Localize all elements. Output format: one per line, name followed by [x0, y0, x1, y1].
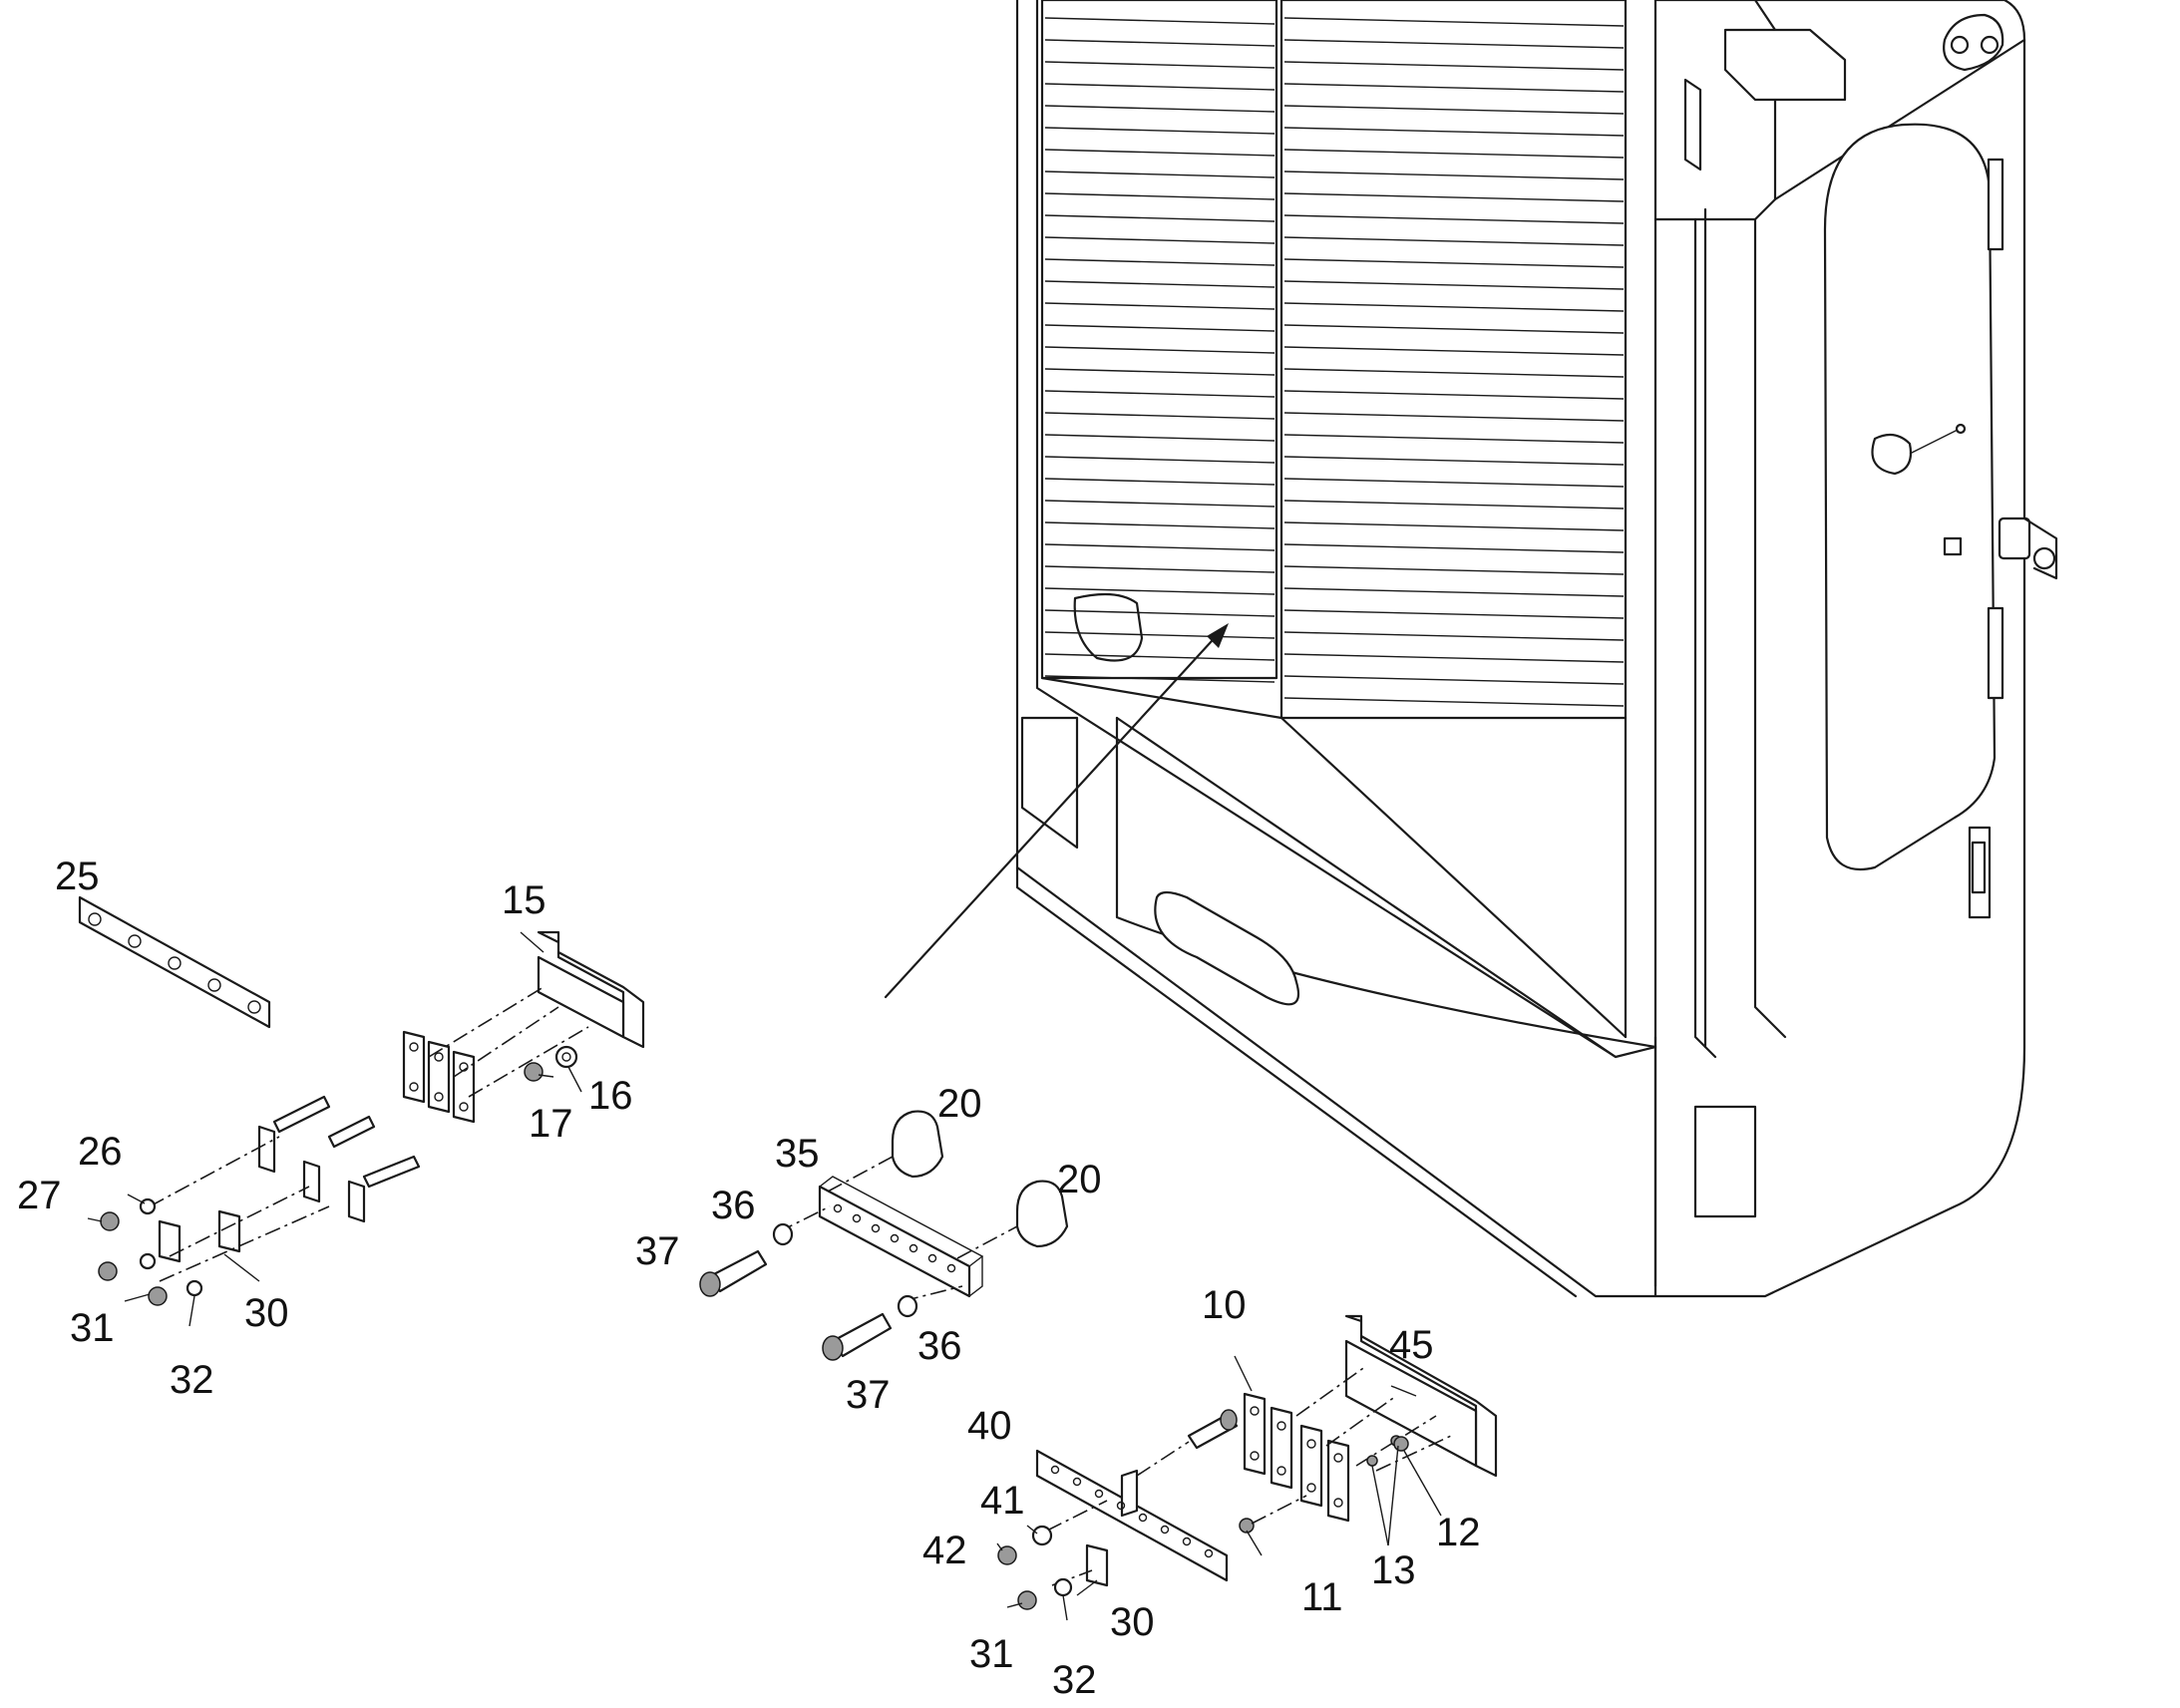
part-35-holes	[833, 1203, 956, 1273]
part-37-bolt-b	[822, 1312, 893, 1361]
assembly-leader-arrow	[884, 628, 1224, 999]
part-40-holes	[1050, 1465, 1214, 1558]
callout-30-right: 30	[1110, 1600, 1155, 1644]
callout-27: 27	[17, 1174, 62, 1217]
part-31-nut-right	[1017, 1590, 1037, 1610]
callout-36-left: 36	[711, 1184, 756, 1227]
part-20-mount-lower	[1015, 1180, 1069, 1248]
radiator-fins	[1044, 17, 1625, 707]
spacer-holes	[409, 1042, 1343, 1508]
part-30-clip	[158, 1209, 241, 1263]
callout-17: 17	[529, 1102, 573, 1146]
part-36-washer-a	[772, 1222, 794, 1246]
part-25-holes	[88, 912, 261, 1014]
part-15-bracket	[537, 930, 645, 1049]
callout-37-left: 37	[635, 1229, 680, 1273]
callout-labels: 10 11 12 13 15 16 17 20 20 25 26 27 30 3…	[17, 854, 1481, 1702]
callout-11: 11	[1301, 1575, 1343, 1619]
part-16-washer	[554, 1045, 578, 1069]
part-12-nut	[1393, 1436, 1409, 1452]
part-37-bolt-a	[699, 1249, 768, 1297]
callout-35: 35	[775, 1132, 820, 1176]
radiator-assembly	[884, 0, 2058, 1298]
callout-31-left: 31	[70, 1306, 115, 1350]
callout-25: 25	[55, 854, 100, 898]
part-11-screw	[1239, 1518, 1255, 1534]
part-35-bar	[818, 1176, 984, 1298]
callout-26: 26	[78, 1130, 123, 1174]
part-36-washer-b	[897, 1294, 918, 1318]
callout-30-left: 30	[244, 1291, 289, 1335]
left-nuts	[98, 1211, 168, 1306]
part-30-clip-right	[1085, 1543, 1109, 1587]
callout-37-right: 37	[846, 1373, 891, 1417]
callout-20-upper: 20	[937, 1082, 982, 1126]
callout-32-left: 32	[170, 1358, 214, 1402]
callout-20-lower: 20	[1057, 1158, 1102, 1201]
part-40-bar	[1035, 1449, 1229, 1582]
leader-lines	[87, 931, 1442, 1621]
callout-45: 45	[1389, 1323, 1434, 1367]
part-20-mount-upper	[891, 1110, 944, 1179]
part-25-strap	[78, 895, 271, 1029]
lower-right-washer-32	[1053, 1577, 1073, 1597]
callout-42: 42	[922, 1529, 967, 1572]
part-15-spacers	[402, 1030, 476, 1124]
callout-32-right: 32	[1052, 1658, 1097, 1702]
part-17-nut	[524, 1062, 544, 1082]
part-10-spacers	[1243, 1392, 1350, 1523]
callout-12: 12	[1436, 1511, 1481, 1554]
lower-right-bolt	[1187, 1409, 1239, 1450]
callout-15: 15	[502, 878, 546, 922]
callout-16: 16	[588, 1074, 633, 1118]
part-42-nut	[997, 1545, 1017, 1565]
callout-10: 10	[1202, 1283, 1247, 1327]
callout-41: 41	[980, 1479, 1025, 1523]
part-41-washer	[1031, 1525, 1053, 1546]
part-45-bracket	[1344, 1314, 1498, 1478]
radiator-core-grille	[1035, 0, 1717, 1059]
callout-36-right: 36	[917, 1324, 962, 1368]
callout-13: 13	[1371, 1548, 1416, 1592]
callout-31-right: 31	[969, 1632, 1014, 1676]
callout-40: 40	[967, 1404, 1012, 1448]
left-fuse-holders	[257, 1095, 421, 1223]
